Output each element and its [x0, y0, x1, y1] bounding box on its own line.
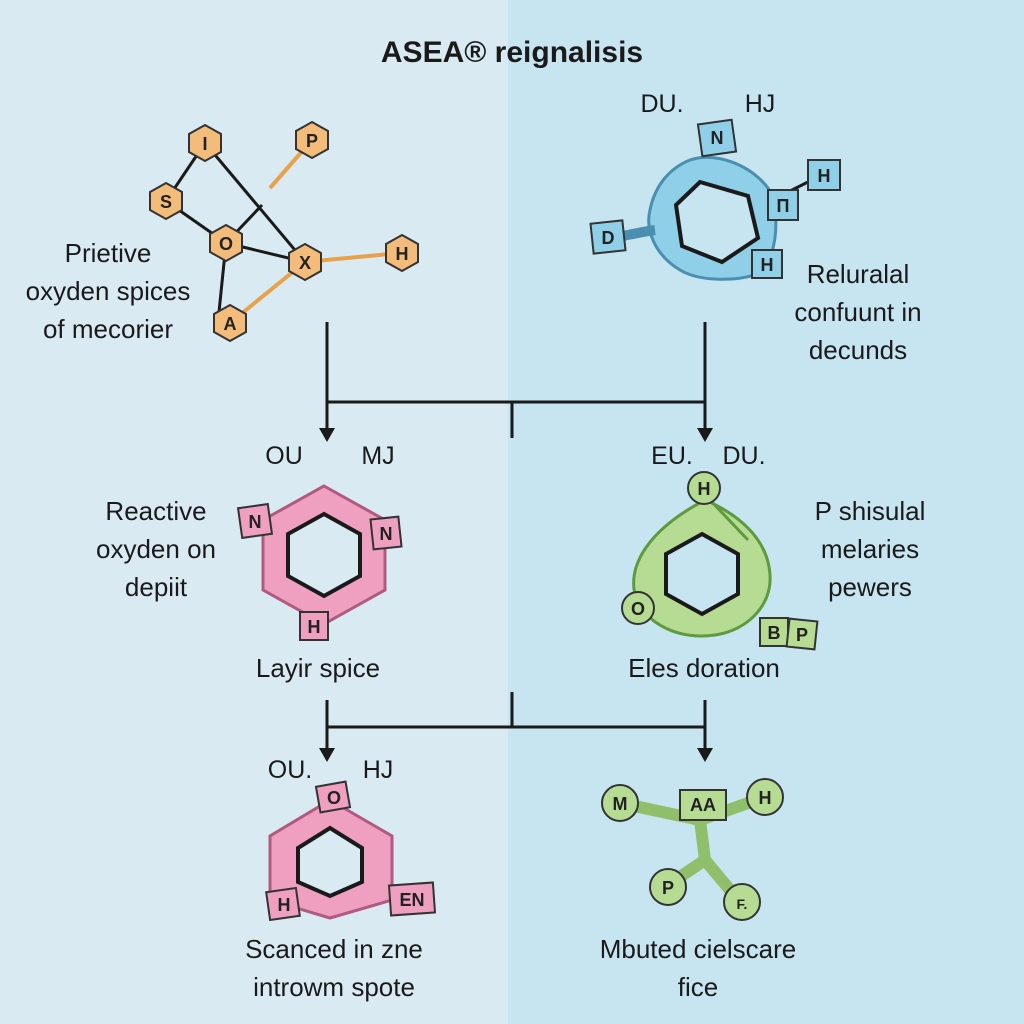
node-label: X	[299, 253, 311, 273]
node-label: B	[768, 623, 781, 643]
node-label: D	[602, 228, 615, 248]
node-label: A	[224, 314, 237, 334]
node-label: AA	[690, 795, 716, 815]
node-label: H	[278, 895, 291, 915]
node-label: H	[818, 166, 831, 186]
svg-text:pewers: pewers	[828, 572, 912, 602]
blue-molecule: N H П D H	[589, 118, 841, 281]
svg-text:oxyden spices: oxyden spices	[26, 276, 191, 306]
node-label: N	[249, 512, 262, 532]
mid-right-caption: P shisulal melaries pewers	[815, 496, 926, 602]
mid-right-label: Eles doration	[628, 653, 780, 683]
svg-text:depiit: depiit	[125, 572, 188, 602]
pink-hexagon-molecule: N N H	[236, 484, 403, 641]
node-label: O	[219, 234, 233, 254]
node-label: П	[777, 196, 790, 216]
node-label: H	[759, 788, 772, 808]
right-panel-background	[508, 0, 1024, 1024]
svg-text:confuunt in: confuunt in	[794, 297, 921, 327]
node-label: H	[761, 255, 774, 275]
bot-left-caption: Scanced in zne introwm spote	[245, 934, 423, 1002]
svg-text:decunds: decunds	[809, 335, 907, 365]
arrowhead	[319, 428, 335, 442]
left-top-caption: Prietive oxyden spices of mecorier	[26, 238, 191, 344]
svg-text:Scanced in zne: Scanced in zne	[245, 934, 423, 964]
green-branched-molecule: M AA H P F.	[601, 778, 784, 921]
pink-ring-molecule: O H EN	[265, 780, 437, 922]
svg-text:P shisulal: P shisulal	[815, 496, 926, 526]
svg-text:Mbuted cielscare: Mbuted cielscare	[600, 934, 797, 964]
svg-text:oxyden on: oxyden on	[96, 534, 216, 564]
mid-left-label: Layir spice	[256, 653, 380, 683]
bot-right-caption: Mbuted cielscare fice	[600, 934, 797, 1002]
arrowhead	[319, 748, 335, 762]
node-label: M	[613, 794, 628, 814]
green-hexagon-molecule: H O B P	[621, 471, 819, 651]
bot-left-header-left: OU.	[268, 756, 312, 784]
node-i	[188, 123, 222, 163]
node-label: EN	[399, 890, 424, 910]
svg-text:Reactive: Reactive	[105, 496, 206, 526]
node-x	[288, 242, 322, 282]
node-s	[149, 181, 183, 221]
node-p	[295, 120, 329, 160]
arrowhead	[697, 748, 713, 762]
node-label: H	[396, 244, 409, 264]
svg-text:introwm spote: introwm spote	[253, 972, 415, 1002]
right-top-caption: Reluralal confuunt in decunds	[794, 259, 921, 365]
diagram-title: ASEA® reignalisis	[381, 36, 643, 69]
arrowhead	[697, 428, 713, 442]
svg-text:of mecorier: of mecorier	[43, 314, 173, 344]
node-label: P	[306, 131, 318, 151]
node-label: I	[202, 134, 207, 154]
node-label: O	[631, 599, 645, 619]
mid-right-header-right: DU.	[722, 442, 765, 470]
svg-text:Reluralal: Reluralal	[807, 259, 910, 289]
mid-left-header-left: OU	[265, 442, 303, 470]
node-label: N	[380, 524, 393, 544]
svg-text:Prietive: Prietive	[65, 238, 152, 268]
bot-left-header-right: HJ	[363, 756, 394, 784]
mid-left-header-right: MJ	[361, 442, 394, 470]
right-top-header-right: HJ	[745, 90, 776, 118]
node-a	[213, 303, 247, 343]
node-label: P	[796, 625, 808, 645]
connector-top	[325, 322, 707, 438]
orange-molecule: I P S O X H A	[149, 120, 419, 343]
svg-text:fice: fice	[678, 972, 718, 1002]
mid-right-header-left: EU.	[651, 442, 693, 470]
node-o	[209, 223, 243, 263]
node-label: P	[662, 878, 674, 898]
node-h	[385, 233, 419, 273]
connector-bottom	[325, 692, 707, 752]
node-label: N	[711, 128, 724, 148]
node-label: H	[308, 617, 321, 637]
mid-left-caption: Reactive oxyden on depiit	[96, 496, 216, 602]
svg-text:melaries: melaries	[821, 534, 919, 564]
node-label: F.	[737, 896, 748, 912]
node-label: H	[698, 479, 711, 499]
node-label: O	[327, 788, 341, 808]
node-label: S	[160, 192, 172, 212]
right-top-header-left: DU.	[640, 90, 683, 118]
